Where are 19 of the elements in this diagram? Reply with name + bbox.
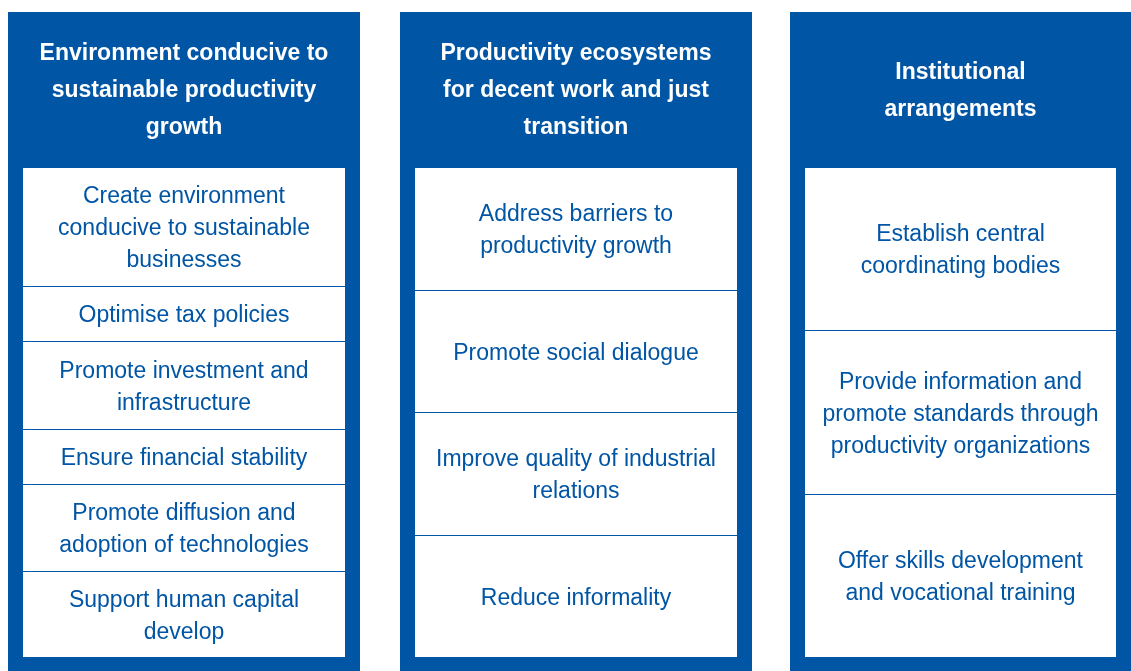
action-card: Improve quality of industrial relations (414, 412, 738, 536)
action-card: Promote diffusion and adoption of technologies (22, 484, 346, 572)
column-panel (8, 12, 360, 671)
column-heading: Productivity ecosystems for decent work and just transition (439, 38, 713, 141)
action-card: Promote investment and infrastructure (22, 341, 346, 430)
action-card: Ensure financial stability (22, 429, 346, 485)
column-panel (400, 12, 752, 671)
action-card: Offer skills development and vocational training (804, 494, 1117, 658)
column-heading: Environment conducive to sustainable productivity growth (38, 38, 330, 141)
action-card: Promote social dialogue (414, 290, 738, 413)
action-card: Provide information and promote standards through productivity organizations (804, 330, 1117, 495)
action-card: Establish central coordinating bodies (804, 167, 1117, 331)
action-card: Create environment conducive to sustainable businesses (22, 167, 346, 287)
column-panel (790, 12, 1131, 671)
action-card: Address barriers to productivity growth (414, 167, 738, 291)
action-card: Reduce informality (414, 535, 738, 658)
column-heading: Institutional arrangements (883, 56, 1038, 123)
action-card: Support human capital develop (22, 571, 346, 658)
action-card: Optimise tax policies (22, 286, 346, 342)
